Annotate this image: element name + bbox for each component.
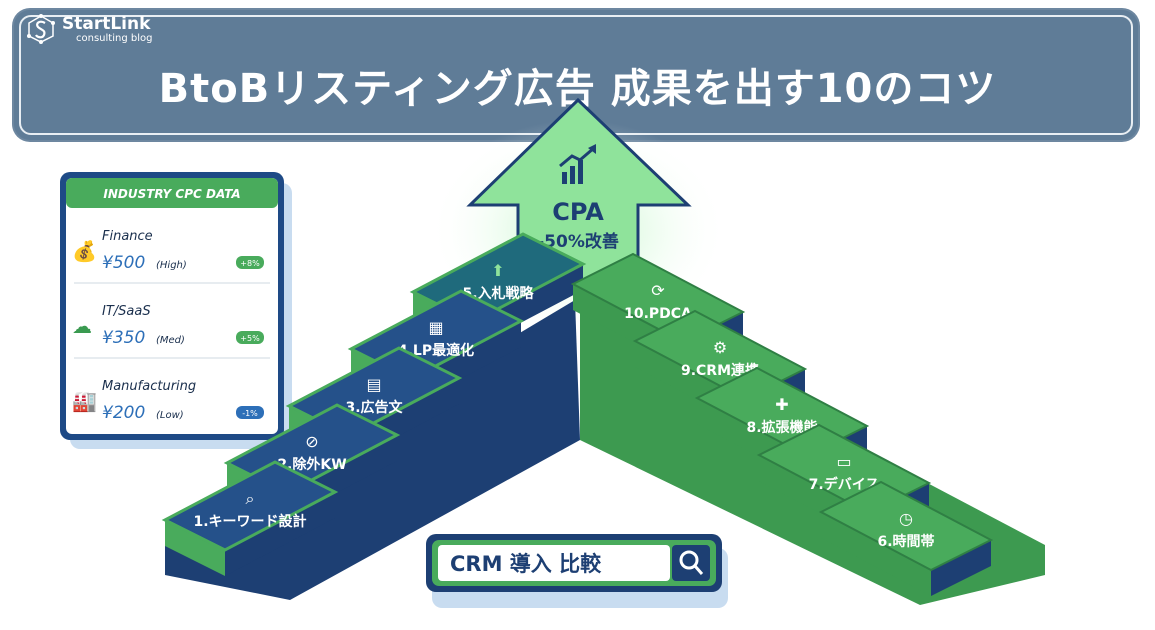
step-label: 4.LP最適化 [398,342,474,359]
network-logo-icon [27,14,55,44]
logo-subtitle: consulting blog [76,32,153,44]
search-bar[interactable]: CRM 導入 比較 [426,534,728,608]
clock-icon: ◷ [899,509,913,528]
left-staircase: 5.入札戦略 ⬆ 4.LP最適化 ▦ 3.広告文 ▤ 2.除外KW ⊘ 1.キーワード設計 ⌕ [161,232,587,576]
trend-badge: -1% [242,409,258,418]
no-entry-icon: ⊘ [305,432,318,451]
logo: StartLink consulting blog [26,14,152,44]
refresh-icon: ⟳ [651,281,665,300]
cloud-upload-icon: ☁ [72,314,92,338]
step-label: 2.除外KW [277,456,346,473]
search-icon [679,550,704,575]
industry-label: Finance [102,229,153,244]
cpc-row-manufacturing: 🏭 Manufacturing ¥200 (Low) -1% [72,379,264,423]
step-1: 1.キーワード設計 ⌕ [161,460,339,576]
trend-badge: +8% [240,259,260,268]
cpc-card-heading: INDUSTRY CPC DATA [103,187,240,201]
cpc-row-finance: 💰 Finance ¥500 (High) +8% [72,229,264,273]
cpc-level: (Med) [156,335,185,346]
gears-icon: ⚙ [713,338,727,357]
arrow-metric: CPA [552,198,604,226]
cpc-row-itsaas: ☁ IT/SaaS ¥350 (Med) +5% [72,304,264,348]
chart-up-icon [559,144,596,184]
cpc-price: ¥350 [102,328,145,348]
trend-badge: +5% [240,334,260,343]
cpc-price: ¥500 [102,253,145,273]
search-button[interactable] [672,545,710,581]
step-label: 5.入札戦略 [462,285,534,302]
cpc-price: ¥200 [102,403,145,423]
industry-label: Manufacturing [102,379,196,394]
step-label: 10.PDCA [624,306,692,322]
industry-cpc-card: INDUSTRY CPC DATA 💰 Finance ¥500 (High) … [60,172,292,449]
search-query[interactable]: CRM 導入 比較 [450,552,602,576]
cpc-level: (High) [156,260,187,271]
step-label: 8.拡張機能 [746,419,817,436]
devices-icon: ▭ [836,452,851,471]
money-bag-icon: 💰 [72,239,97,263]
right-staircase: 10.PDCA ⟳ 9.CRM連携 ⚙ 8.拡張機能 ✚ 7.デバイス ▭ 6.時間帯 ◷ [570,252,994,596]
cpc-level: (Low) [156,410,184,421]
step-6: 6.時間帯 ◷ [818,480,994,596]
magnifier-icon: ⌕ [246,489,255,508]
factory-icon: 🏭 [72,389,97,413]
step-label: 1.キーワード設計 [193,513,306,530]
arrow-up-icon: ⬆ [491,261,504,280]
step-label: 7.デバイス [809,476,880,493]
step-label: 6.時間帯 [877,533,934,550]
arrow-result: -50%改善 [537,231,619,252]
logo-name: StartLink [62,13,151,34]
speech-bubble-icon: ▤ [366,375,381,394]
step-label: 9.CRM連携 [681,362,759,379]
step-label: 3.広告文 [345,399,403,416]
webpage-icon: ▦ [428,318,443,337]
industry-label: IT/SaaS [102,304,151,319]
puzzle-icon: ✚ [775,395,788,414]
